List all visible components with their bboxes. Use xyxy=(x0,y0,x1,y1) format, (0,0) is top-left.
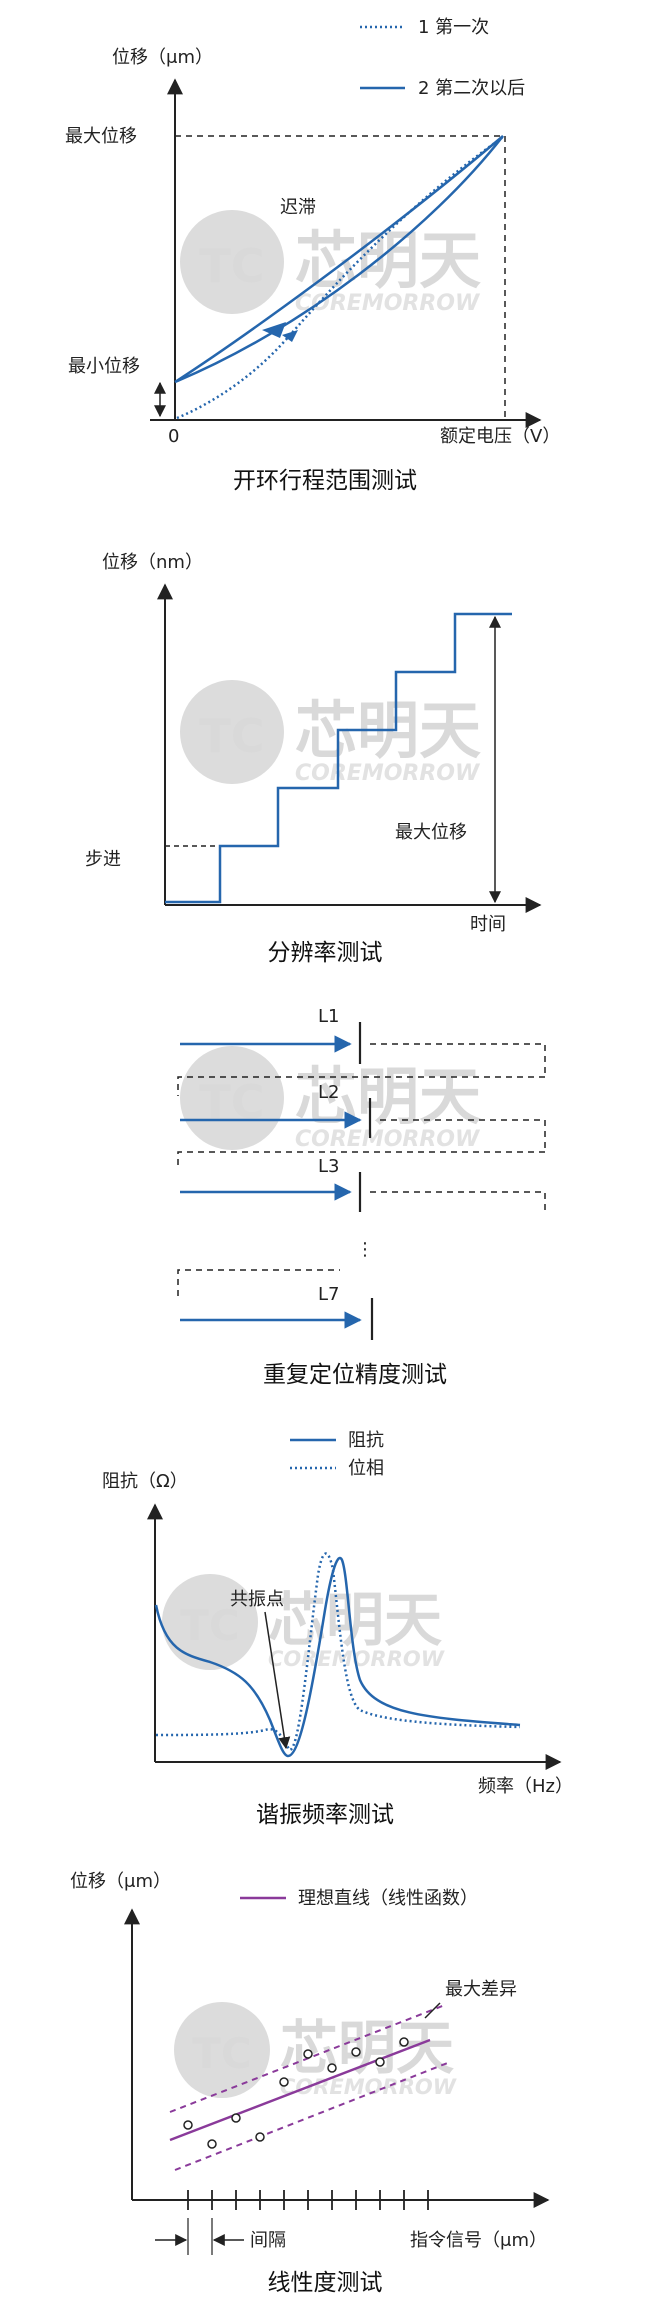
watermark-logo: TC xyxy=(199,239,264,293)
impedance-curve xyxy=(154,1556,521,1758)
watermark-brand: COREMORROW xyxy=(295,1127,481,1152)
watermark-logo: TC xyxy=(180,1601,239,1650)
watermark-logo: TC xyxy=(192,2029,251,2078)
linearity-caption: 线性度测试 xyxy=(268,2270,383,2296)
watermark: TC 芯明天 COREMORROW xyxy=(180,680,481,786)
max-difference-label: 最大差异 xyxy=(445,1979,517,2000)
min-displacement-label: 最小位移 xyxy=(68,356,140,377)
run-label-l7: L7 xyxy=(318,1284,339,1305)
hysteresis-lower-curve xyxy=(174,135,504,384)
resonance-point-label: 共振点 xyxy=(230,1589,284,1610)
watermark: TC 芯明天 COREMORROW xyxy=(174,2002,457,2099)
return-path-3 xyxy=(370,1191,546,1212)
max-difference-leader xyxy=(424,2002,441,2019)
watermark-name: 芯明天 xyxy=(280,2014,454,2082)
watermark-name: 芯明天 xyxy=(268,1586,442,1654)
interval-label: 间隔 xyxy=(250,2230,286,2251)
x-axis-ticks xyxy=(187,2190,429,2210)
y-axis-label: 位移（μm） xyxy=(112,47,213,68)
return-path-7 xyxy=(177,1269,340,1296)
y-axis-label: 位移（nm） xyxy=(102,552,203,573)
resonance-panel: TC 芯明天 COREMORROW 阻抗 位相 阻抗（Ω） 频率（Hz） 共振点… xyxy=(0,1400,650,1840)
x-axis-label: 频率（Hz） xyxy=(478,1776,573,1797)
x-axis-label: 指令信号（μm） xyxy=(410,2230,547,2251)
return-path-2 xyxy=(177,1119,546,1170)
step-label: 步进 xyxy=(85,849,121,870)
hysteresis-upper-curve xyxy=(174,135,504,384)
ideal-line xyxy=(169,2038,431,2142)
watermark: TC 芯明天 COREMORROW xyxy=(180,210,481,316)
watermark-brand: COREMORROW xyxy=(295,761,481,786)
measurement-points xyxy=(183,2037,409,2149)
repeatability-panel: TC 芯明天 COREMORROW L1 L2 L3 ⋮ L7 重复定位精度测试 xyxy=(0,980,650,1400)
legend-first-run: 1 第一次 xyxy=(418,17,489,38)
resonance-caption: 谐振频率测试 xyxy=(256,1802,394,1828)
hysteresis-label: 迟滞 xyxy=(280,197,316,218)
x-axis-label: 时间 xyxy=(470,914,506,935)
legend-ideal-line: 理想直线（线性函数） xyxy=(298,1888,478,1909)
max-displacement-label: 最大位移 xyxy=(395,822,467,843)
open-loop-panel: TC 芯明天 COREMORROW 1 第一次 2 第二次以后 位移（μm） 最… xyxy=(0,0,650,520)
run-label-l1: L1 xyxy=(318,1006,339,1027)
run-label-l3: L3 xyxy=(318,1156,339,1177)
origin-label: 0 xyxy=(168,426,179,447)
legend-phase: 位相 xyxy=(348,1458,384,1479)
legend-impedance: 阻抗 xyxy=(348,1430,384,1451)
watermark-logo: TC xyxy=(199,709,264,763)
watermark: TC 芯明天 COREMORROW xyxy=(162,1574,445,1671)
staircase-curve xyxy=(165,612,512,904)
repeatability-caption: 重复定位精度测试 xyxy=(263,1362,447,1388)
run-label-l2: L2 xyxy=(318,1082,339,1103)
open-loop-caption: 开环行程范围测试 xyxy=(233,468,417,494)
first-run-direction-arrow xyxy=(282,330,298,342)
watermark-name: 芯明天 xyxy=(295,224,481,297)
x-axis-label: 额定电压（V） xyxy=(440,426,560,447)
ellipsis: ⋮ xyxy=(356,1239,374,1260)
linearity-panel: TC 芯明天 COREMORROW 位移（μm） 理想直线（线性函数） xyxy=(0,1840,650,2303)
loop-direction-arrow xyxy=(262,322,286,338)
return-path-1 xyxy=(177,1043,546,1096)
resolution-panel: TC 芯明天 COREMORROW 位移（nm） 步进 时间 最大位移 分辨率测… xyxy=(0,520,650,980)
first-run-curve xyxy=(176,135,504,420)
watermark-brand: COREMORROW xyxy=(295,291,481,316)
resonance-point-arrow xyxy=(264,1611,291,1750)
y-axis-label: 位移（μm） xyxy=(70,1871,171,1892)
resolution-caption: 分辨率测试 xyxy=(268,940,383,966)
legend-second-run: 2 第二次以后 xyxy=(418,78,525,99)
lower-bound-line xyxy=(174,2061,451,2171)
y-axis-label: 阻抗（Ω） xyxy=(102,1471,188,1492)
max-displacement-label: 最大位移 xyxy=(65,126,137,147)
